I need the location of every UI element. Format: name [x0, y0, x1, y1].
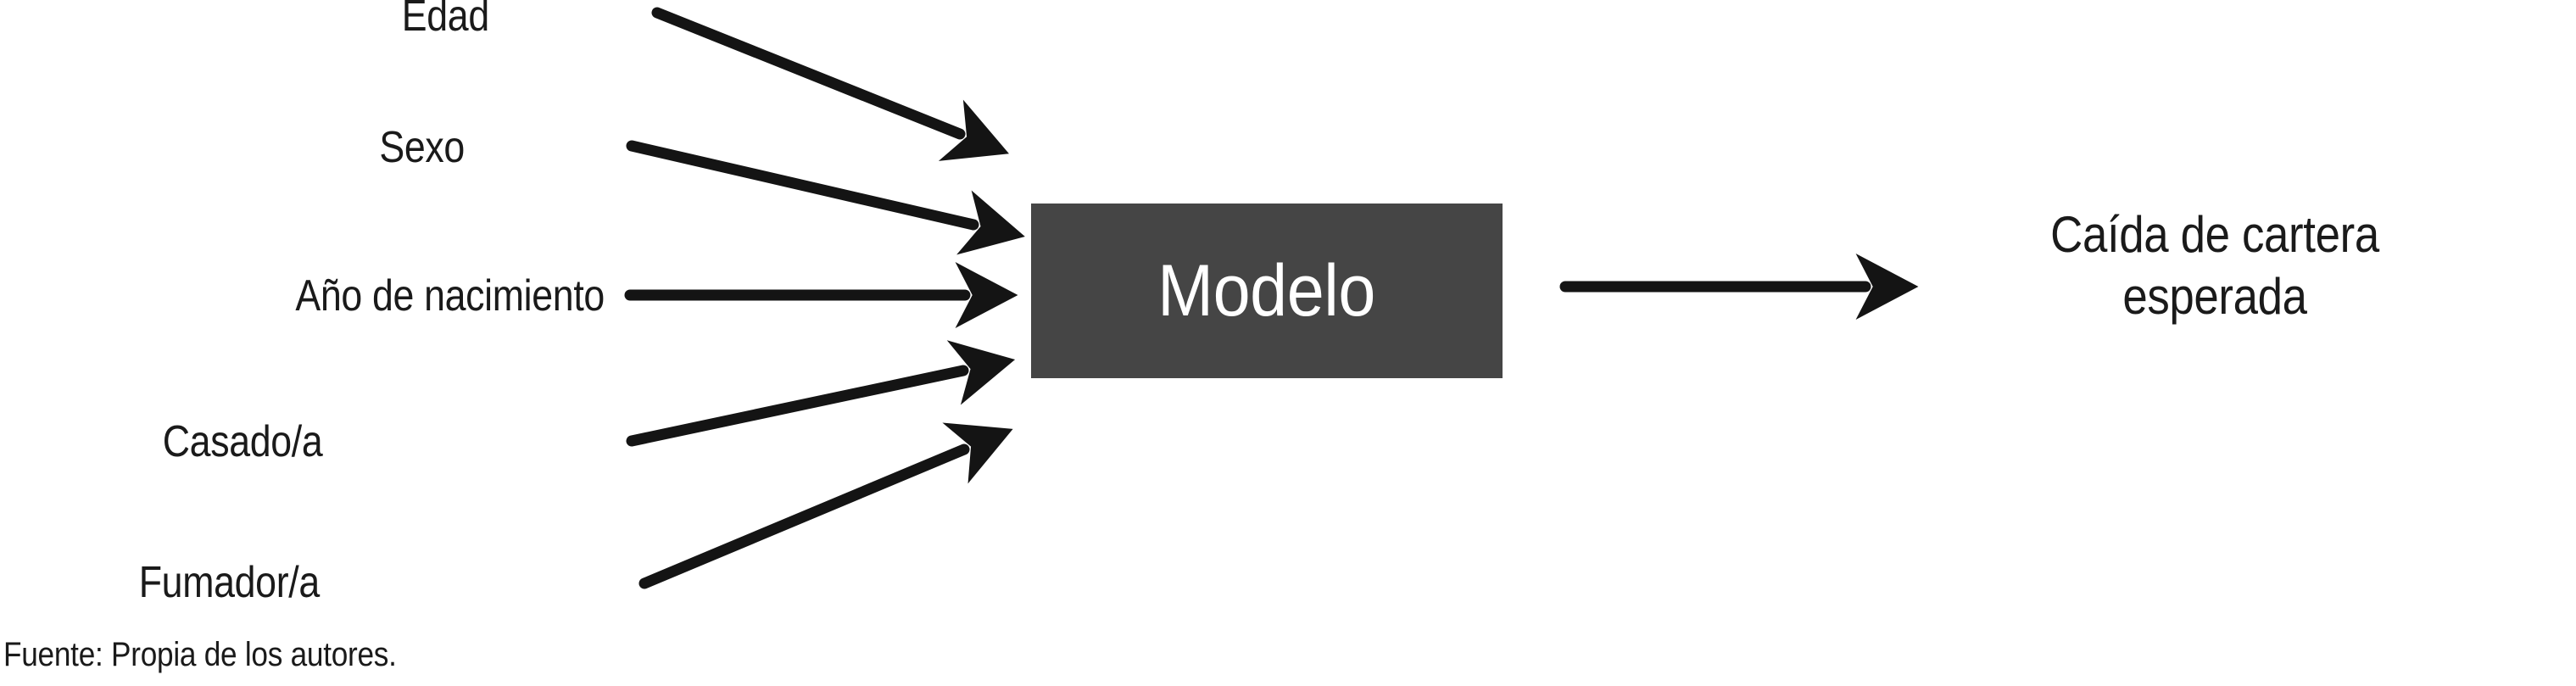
input-label-fumador: Fumador/a — [138, 558, 320, 607]
source-note: Fuente: Propia de los autores. — [3, 636, 397, 673]
model-box: Modelo — [1031, 204, 1503, 378]
input-label-ano-nacimiento: Año de nacimiento — [295, 271, 605, 321]
input-label-edad: Edad — [401, 0, 489, 41]
arrow-fumador — [638, 422, 1013, 589]
arrow-casado — [626, 340, 1016, 447]
model-box-label: Modelo — [1157, 250, 1376, 332]
arrow-sexo — [626, 140, 1025, 255]
input-label-sexo: Sexo — [379, 123, 465, 172]
input-label-casado: Casado/a — [162, 417, 322, 466]
output-label-line2: esperada — [2122, 268, 2307, 326]
output-label: Caída de cartera esperada — [1918, 204, 2512, 327]
arrow-edad — [651, 7, 1009, 161]
output-label-line1: Caída de cartera — [2050, 206, 2379, 263]
